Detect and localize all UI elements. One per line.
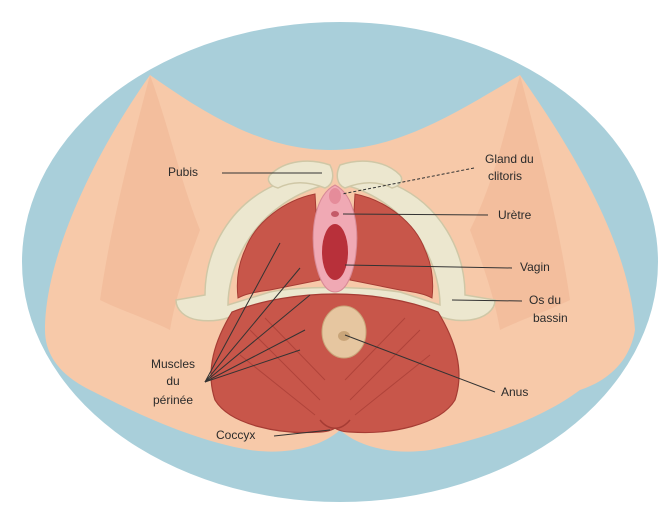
label-vagin: Vagin	[520, 260, 550, 275]
label-anus: Anus	[501, 385, 528, 400]
label-pubis: Pubis	[168, 165, 198, 180]
urethra-opening	[331, 211, 339, 217]
label-os-line1: Os du	[529, 293, 561, 308]
label-muscles-line3: périnée	[138, 393, 208, 408]
label-os-line2: bassin	[533, 311, 568, 326]
label-coccyx: Coccyx	[216, 428, 255, 443]
label-gland-line2: clitoris	[488, 169, 522, 184]
vagina-opening	[322, 224, 348, 280]
label-gland-line1: Gland du	[485, 152, 534, 167]
label-muscles-line2: du	[138, 374, 208, 389]
clitoris-gland	[329, 188, 341, 204]
label-uretre: Urètre	[498, 208, 531, 223]
label-muscles-line1: Muscles	[138, 357, 208, 372]
